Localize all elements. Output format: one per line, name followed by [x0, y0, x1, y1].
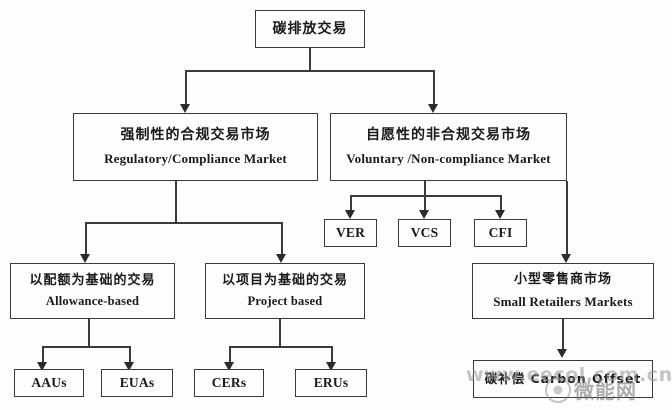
arrowhead-to-cers [224, 362, 234, 371]
connector-cfi-drop [500, 195, 502, 212]
node-small-retailers-label-cn: 小型零售商市场 [513, 272, 612, 288]
node-allowance-based: 以配额为基础的交易 Allowance-based [10, 263, 175, 319]
node-allowance-based-label-cn: 以配额为基础的交易 [29, 272, 156, 288]
node-vcs: VCS [398, 219, 451, 247]
connector-compliance-stem [175, 181, 177, 223]
node-project-based-label-cn: 以项目为基础的交易 [221, 272, 348, 288]
connector-euas-drop [129, 346, 131, 364]
node-project-based: 以项目为基础的交易 Project based [205, 263, 365, 319]
node-allowance-based-label-en: Allowance-based [45, 294, 140, 309]
node-voluntary-market-label-cn: 自愿性的非合规交易市场 [366, 127, 531, 144]
connector-aaus-drop [42, 346, 44, 364]
node-vcs-label: VCS [410, 224, 439, 240]
node-ver: VER [324, 219, 377, 247]
node-compliance-market-label-en: Regulatory/Compliance Market [104, 151, 287, 167]
node-small-retailers-label-en: Small Retailers Markets [493, 294, 633, 309]
node-voluntary-market-label-en: Voluntary /Non-compliance Market [346, 151, 551, 167]
connector-small-retailers-drop [566, 181, 568, 256]
node-root: 碳排放交易 [255, 10, 365, 48]
connector-root-left-drop [185, 70, 187, 106]
connector-compliance-right-drop [281, 222, 283, 256]
arrowhead-to-allowance [80, 254, 90, 263]
node-cfi: CFI [474, 219, 527, 247]
node-voluntary-market: 自愿性的非合规交易市场 Voluntary /Non-compliance Ma… [330, 113, 567, 181]
connector-compliance-bus [85, 222, 282, 224]
arrowhead-to-euas [124, 362, 134, 371]
arrowhead-to-small-retailers [561, 254, 571, 263]
node-euas: EUAs [101, 369, 173, 397]
arrowhead-to-project [276, 254, 286, 263]
node-compliance-market-label-cn: 强制性的合规交易市场 [120, 127, 271, 144]
connector-root-right-drop [433, 70, 435, 106]
connector-erus-drop [331, 346, 333, 364]
node-project-based-label-en: Project based [247, 294, 323, 309]
node-cers-label: CERs [211, 374, 247, 390]
connector-ver-drop [350, 195, 352, 212]
connector-root-bus [185, 70, 434, 72]
node-euas-label: EUAs [119, 374, 155, 390]
arrowhead-to-ver [345, 210, 355, 219]
connector-project-stem [279, 319, 281, 347]
connector-project-bus [229, 346, 332, 348]
node-aaus: AAUs [14, 369, 84, 397]
connector-carbon-offset-stem [562, 319, 564, 350]
arrowhead-to-aaus [37, 362, 47, 371]
arrowhead-to-carbon-offset [557, 349, 567, 358]
node-ver-label: VER [335, 224, 366, 240]
connector-allowance-bus [42, 346, 130, 348]
connector-allowance-stem [88, 319, 90, 347]
connector-root-stem [309, 48, 311, 71]
node-cfi-label: CFI [488, 224, 513, 240]
arrowhead-to-cfi [495, 210, 505, 219]
connector-vcs-drop [424, 195, 426, 212]
node-cers: CERs [194, 369, 264, 397]
node-carbon-offset-label: 碳补偿 Carbon Offset [484, 370, 642, 386]
node-root-label-cn: 碳排放交易 [272, 20, 348, 37]
node-small-retailers: 小型零售商市场 Small Retailers Markets [472, 263, 654, 319]
node-carbon-offset: 碳补偿 Carbon Offset [473, 360, 653, 398]
arrowhead-to-erus [326, 362, 336, 371]
arrowhead-to-compliance [180, 104, 190, 113]
node-erus: ERUs [295, 369, 367, 397]
node-compliance-market: 强制性的合规交易市场 Regulatory/Compliance Market [73, 113, 318, 181]
connector-cers-drop [229, 346, 231, 364]
arrowhead-to-voluntary [428, 104, 438, 113]
node-erus-label: ERUs [313, 374, 349, 390]
connector-compliance-left-drop [85, 222, 87, 256]
connector-voluntary-stem [424, 181, 426, 196]
arrowhead-to-vcs [419, 210, 429, 219]
node-aaus-label: AAUs [31, 374, 67, 390]
